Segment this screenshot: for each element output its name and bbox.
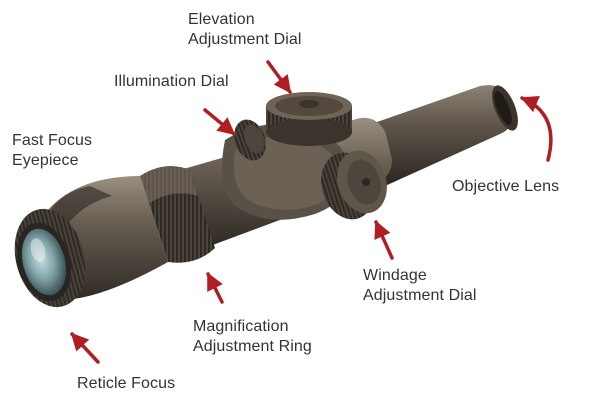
magnification-arrow — [206, 272, 224, 304]
fast-focus-label: Fast Focus Eyepiece — [12, 132, 93, 169]
elevation-label: Elevation Adjustment Dial — [188, 11, 302, 48]
callout-arrows — [70, 60, 553, 364]
windage-label: Windage Adjustment Dial — [363, 267, 477, 304]
magnification-label: Magnification Adjustment Ring — [193, 318, 312, 355]
windage-arrow — [374, 220, 394, 260]
illumination-dial — [234, 119, 266, 161]
elevation-dial — [266, 92, 352, 146]
objective-tube — [360, 85, 518, 186]
reticle-label: Reticle Focus — [77, 375, 176, 392]
windage-dial — [321, 150, 387, 220]
illumination-arrow — [203, 108, 236, 136]
eyepiece-lens — [16, 222, 72, 302]
reticle-arrow — [70, 332, 100, 364]
objective-label: Objective Lens — [452, 178, 560, 195]
objective-arrow — [520, 96, 553, 162]
illumination-label: Illumination Dial — [114, 73, 229, 90]
magnification-ring — [140, 166, 215, 263]
elevation-arrow — [266, 60, 292, 94]
